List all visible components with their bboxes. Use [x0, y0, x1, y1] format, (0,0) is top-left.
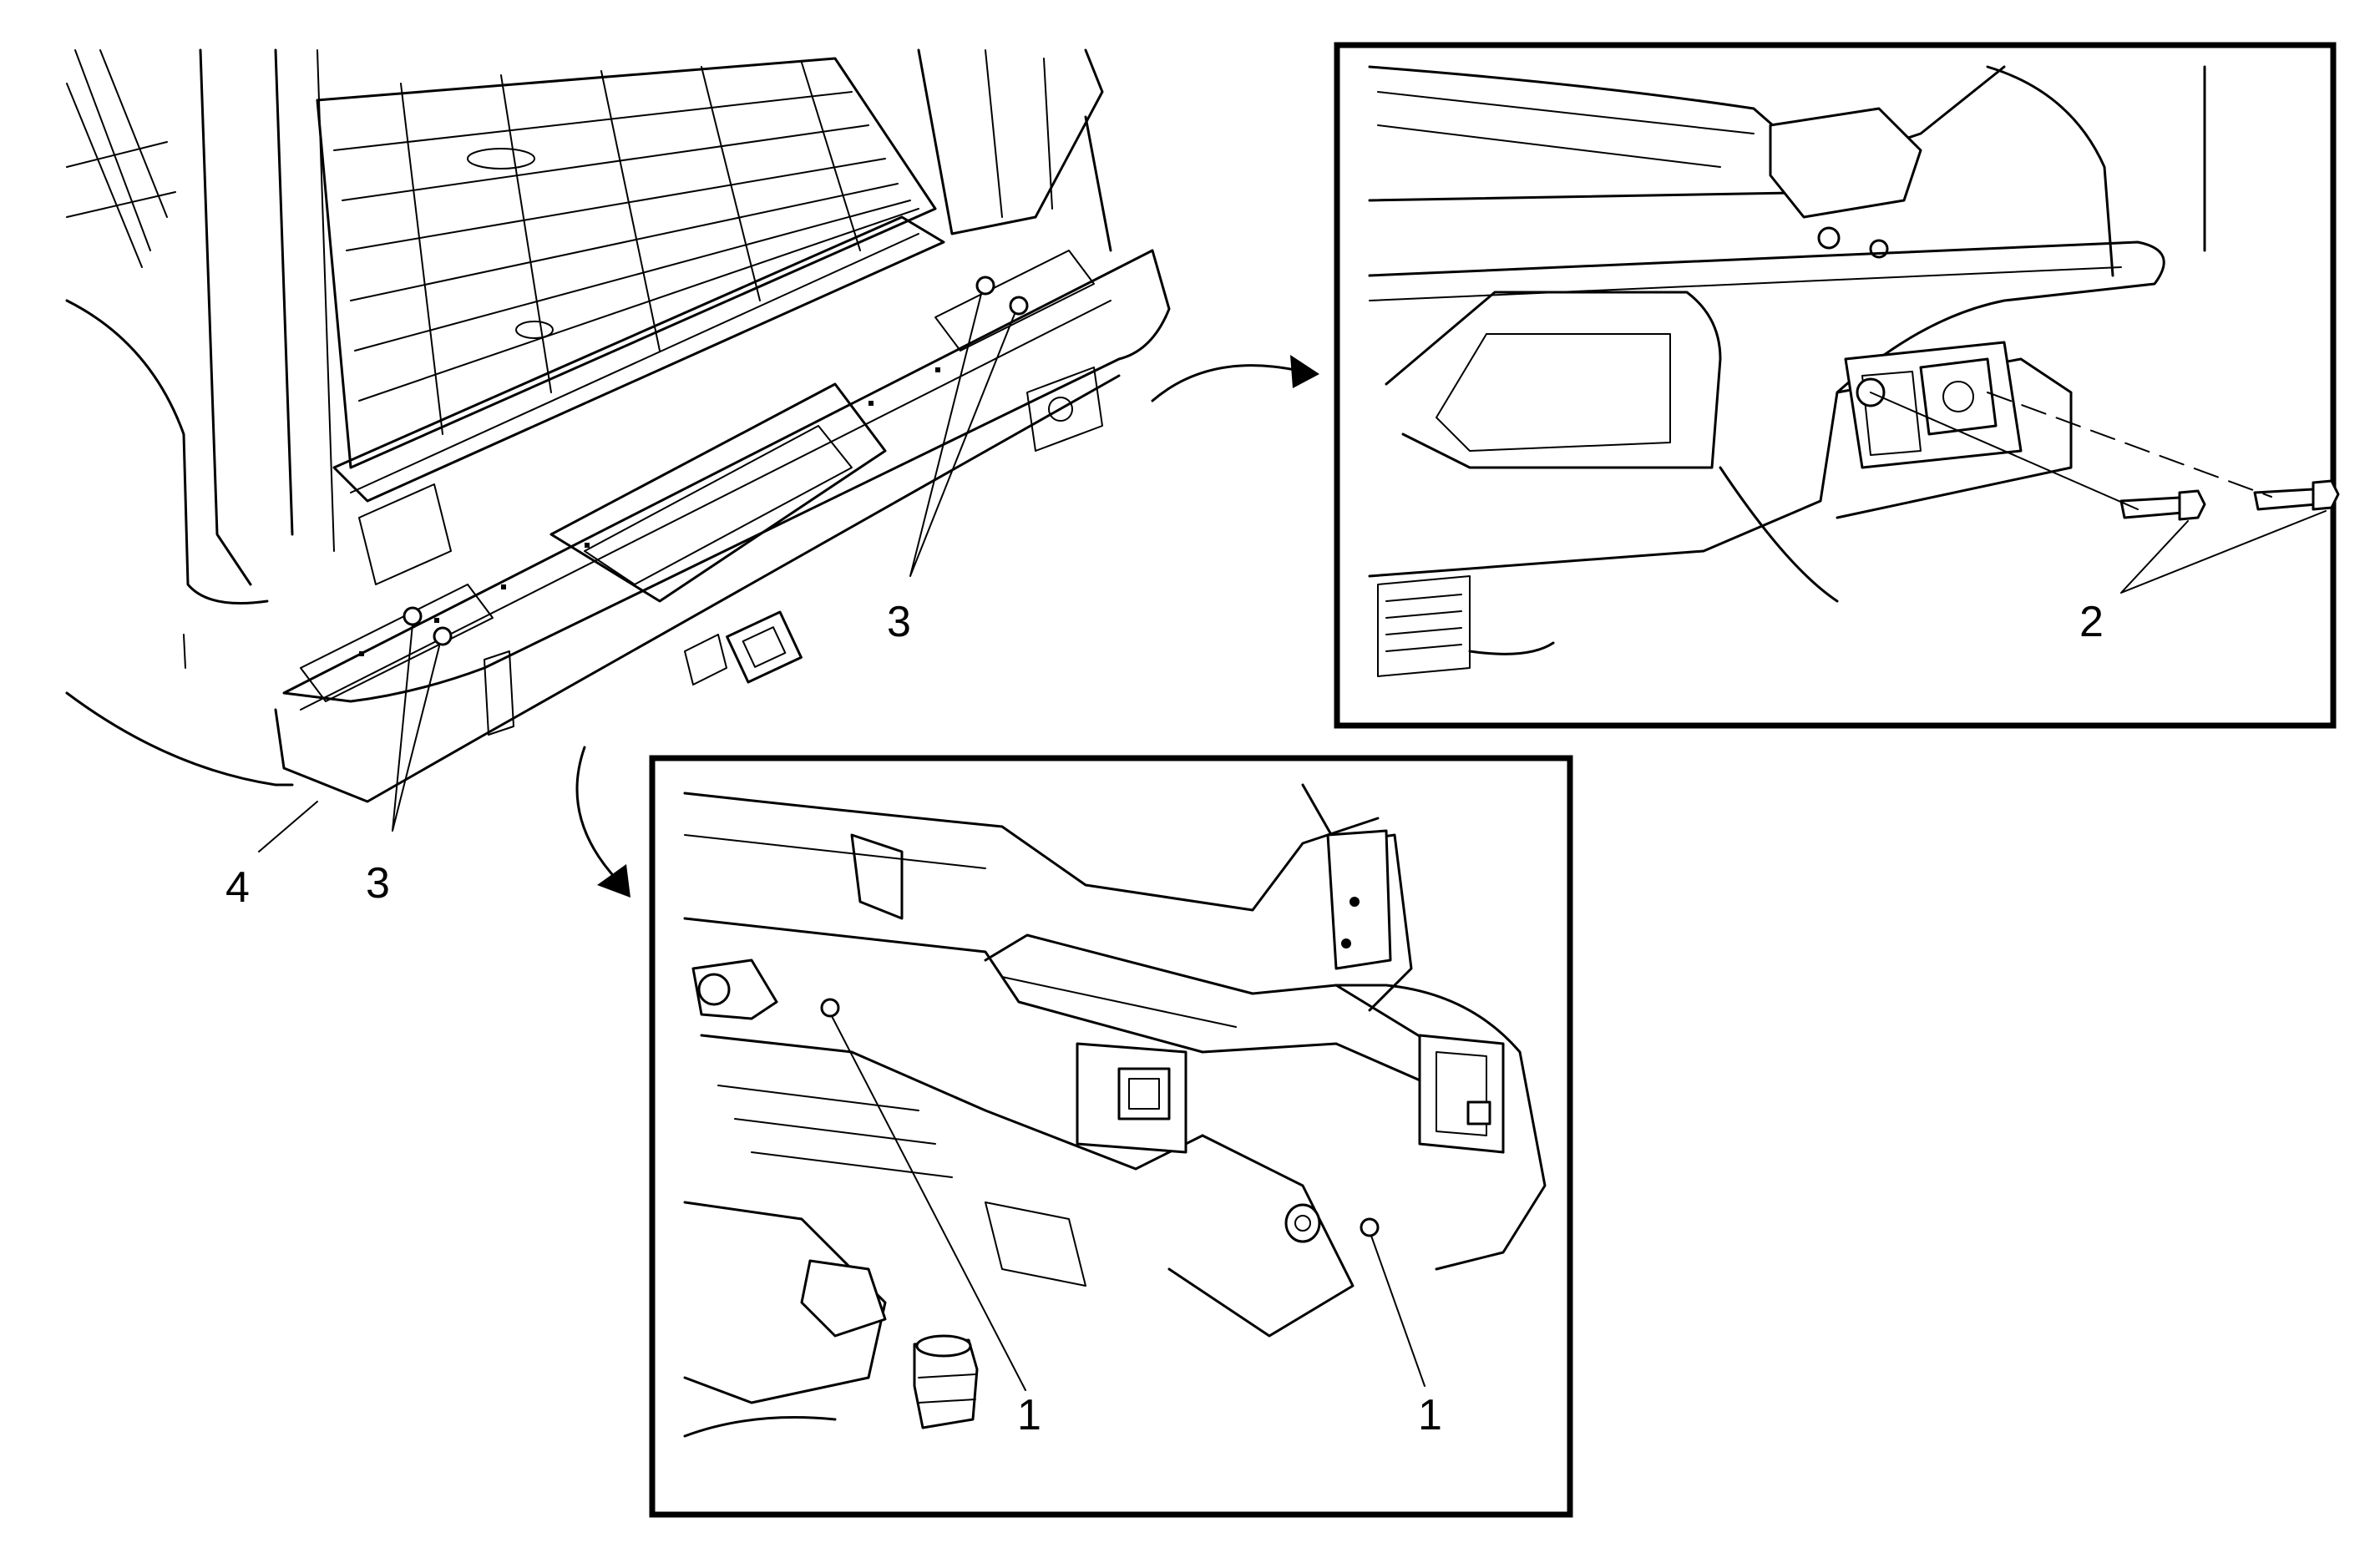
- rear-bumper: [274, 249, 1171, 803]
- bumper-bolts: [2119, 479, 2340, 521]
- arrow-to-inset-bottom: [575, 746, 620, 883]
- callout-1-right: 1: [1418, 1391, 1442, 1439]
- main-view: 3 3 4: [65, 48, 1171, 912]
- leader-2: [2120, 510, 2327, 594]
- inset-top-right: 2: [1334, 42, 2340, 729]
- bumper-nuts: [403, 276, 1029, 646]
- callout-2: 2: [2079, 598, 2104, 646]
- leader-1-right: [1370, 1235, 1425, 1387]
- mounting-nuts: [820, 998, 1380, 1237]
- bed-floor: [316, 57, 937, 469]
- bolt-axis-lower: [1870, 392, 2139, 510]
- callout-1-left: 1: [1017, 1391, 1041, 1439]
- bolt-axis-upper: [1987, 392, 2272, 498]
- callout-4: 4: [225, 863, 250, 912]
- inset-bottom: 1 1: [649, 755, 1573, 1518]
- leader-4: [258, 801, 318, 852]
- callout-3-left: 3: [366, 859, 390, 908]
- callout-3-right: 3: [887, 598, 911, 646]
- leader-3-left: [392, 624, 440, 832]
- arrow-to-inset-top: [1151, 364, 1304, 402]
- leader-1-left: [831, 1015, 1026, 1391]
- leader-3-right: [909, 293, 1015, 577]
